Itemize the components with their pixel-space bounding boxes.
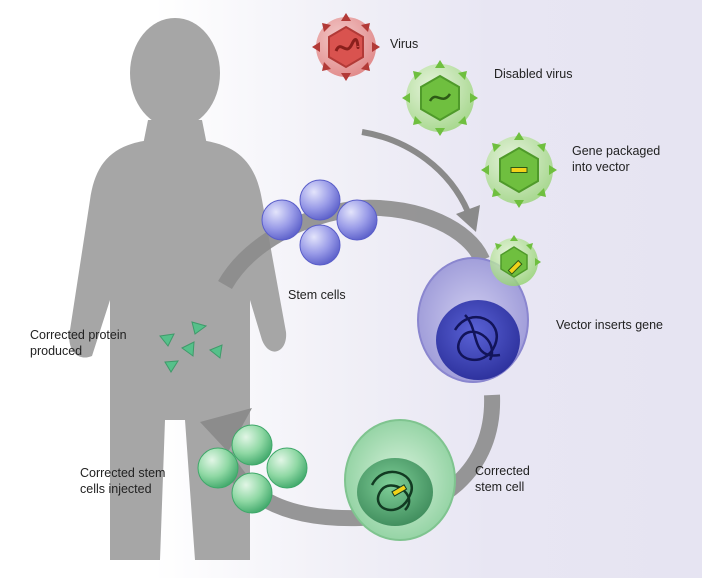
inserting-vector-icon	[490, 235, 541, 286]
label-corrected-protein: Corrected protein produced	[30, 328, 127, 358]
label-virus: Virus	[390, 37, 419, 51]
label-corrected-stem-cell: Corrected stem cell	[475, 464, 530, 494]
gene-vector-icon	[481, 132, 557, 208]
stem-cells-cluster	[261, 179, 378, 266]
target-cell	[417, 257, 529, 383]
corrected-cells-cluster	[197, 424, 308, 514]
label-stem-cells: Stem cells	[288, 288, 346, 302]
vector-arrow	[361, 129, 480, 232]
label-gene-packaged: Gene packaged into vector	[572, 144, 661, 174]
protein-triangles	[159, 321, 223, 373]
corrected-stem-cell	[344, 419, 456, 541]
disabled-virus-icon	[402, 60, 478, 136]
label-disabled-virus: Disabled virus	[494, 67, 573, 81]
label-corrected-cells-injected: Corrected stem cells injected	[80, 466, 166, 496]
label-vector-inserts-gene: Vector inserts gene	[556, 318, 664, 332]
virus-icon	[312, 13, 380, 81]
